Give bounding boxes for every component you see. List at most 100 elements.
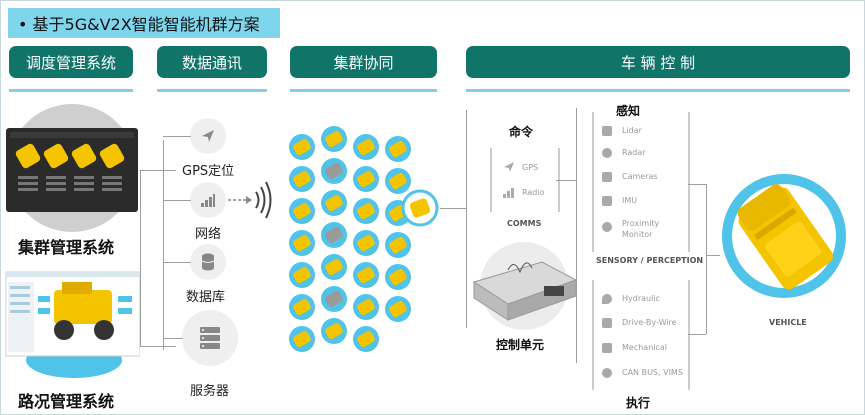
cluster-vehicle-body — [357, 266, 375, 284]
cluster-vehicle-body — [325, 130, 343, 148]
wireless-signal-icon — [228, 181, 272, 219]
comm-item-network: 网络 — [195, 227, 222, 242]
perception-title: 感知 — [616, 104, 641, 118]
header-comm-label: 数据通讯 — [181, 53, 242, 72]
connector-comm — [163, 338, 183, 339]
command-label: 命令 — [509, 125, 534, 139]
connector-vehicle-right — [576, 108, 577, 363]
imu-icon — [602, 196, 612, 206]
control-unit-label: 控制单元 — [496, 338, 545, 352]
cluster-vehicle-body — [325, 194, 343, 212]
header-dispatch: 调度管理系统 — [9, 46, 133, 78]
cluster-vehicle-body — [357, 330, 375, 348]
proximity-icon — [602, 222, 612, 232]
cluster-vehicle-body — [293, 202, 311, 220]
cluster-vehicle-body — [293, 298, 311, 316]
cluster-vehicle-body — [357, 234, 375, 252]
hydraulic-icon — [602, 294, 612, 304]
sensory-label: SENSORY / PERCEPTION — [596, 256, 704, 265]
sensor-imu: IMU — [622, 196, 638, 205]
fleet-mgmt-label: 集群管理系统 — [18, 238, 115, 257]
connector-left — [140, 170, 176, 171]
fleet-monitor-illustration — [6, 104, 138, 232]
connector-left — [140, 346, 176, 347]
sensor-monitor: Monitor — [622, 230, 653, 239]
cluster-vehicle-body — [325, 226, 343, 244]
cluster-vehicle-body — [293, 170, 311, 188]
single-vehicle-icon — [401, 189, 439, 227]
cluster-vehicle-body — [389, 172, 407, 190]
actuator-hydraulic: Hydraulic — [622, 294, 660, 303]
underline-comm — [157, 89, 267, 92]
header-cluster: 集群协同 — [290, 46, 437, 78]
actuator-mechanical: Mechanical — [622, 343, 668, 352]
header-cluster-label: 集群协同 — [333, 53, 394, 72]
comms-box — [490, 148, 560, 212]
gps-icon — [190, 118, 226, 154]
cluster-vehicle-body — [389, 268, 407, 286]
comm-item-server: 服务器 — [190, 384, 230, 399]
cluster-vehicle-body — [293, 138, 311, 156]
comms-gps-icon — [504, 162, 514, 172]
header-dispatch-label: 调度管理系统 — [25, 53, 116, 72]
header-vehicle-control-label: 车 辆 控 制 — [620, 53, 696, 72]
perception-panel — [592, 112, 690, 252]
comm-item-database: 数据库 — [186, 290, 226, 305]
actuator-canbus: CAN BUS, VIMS — [622, 368, 683, 377]
connector-cluster — [440, 208, 466, 209]
connector-vehicle — [466, 110, 467, 328]
actuation-panel — [592, 280, 690, 390]
comms-label: COMMS — [507, 219, 542, 228]
comms-radio-label: Radio — [522, 188, 545, 197]
road-monitor-illustration — [5, 271, 140, 378]
underline-vehicle-control — [466, 89, 850, 92]
cluster-vehicle-body — [325, 162, 343, 180]
radar-icon — [602, 148, 612, 158]
cluster-vehicle-body — [293, 330, 311, 348]
signal-icon — [190, 182, 226, 218]
camera-icon — [602, 172, 612, 182]
comms-gps-label: GPS — [522, 163, 539, 172]
underline-cluster — [290, 89, 437, 92]
cluster-vehicle-body — [389, 236, 407, 254]
actuation-title: 执行 — [626, 396, 651, 410]
connector-comm — [163, 140, 164, 350]
connector-actuators — [688, 334, 706, 335]
slide-title-box: • 基于5G&V2X智能智能机群方案 — [8, 8, 280, 38]
cluster-vehicle-body — [357, 298, 375, 316]
engine-icon — [602, 368, 612, 378]
slide-title: • 基于5G&V2X智能智能机群方案 — [18, 15, 260, 34]
cluster-vehicle-body — [325, 258, 343, 276]
sensor-cameras: Cameras — [622, 172, 658, 181]
cluster-vehicle-body — [357, 202, 375, 220]
vehicle-label: VEHICLE — [769, 318, 807, 327]
cluster-vehicle-body — [293, 234, 311, 252]
cluster-vehicle-body — [389, 300, 407, 318]
lightning-icon — [602, 318, 612, 328]
header-comm: 数据通讯 — [157, 46, 267, 78]
wrench-icon — [602, 343, 612, 353]
connector-comms — [556, 180, 576, 181]
header-vehicle-control: 车 辆 控 制 — [466, 46, 850, 78]
sensor-radar: Radar — [622, 148, 646, 157]
connector-sensors — [688, 184, 706, 185]
comms-radio-icon — [503, 188, 514, 198]
sensor-lidar: Lidar — [622, 126, 642, 135]
perception-title-bg — [598, 100, 664, 118]
connector-comm — [163, 200, 191, 201]
connector-left — [140, 170, 141, 346]
cluster-vehicle-body — [293, 266, 311, 284]
underline-dispatch — [9, 89, 133, 92]
actuator-drive-by-wire: Drive-By-Wire — [622, 318, 677, 327]
road-mgmt-label: 路况管理系统 — [18, 392, 115, 411]
connector-comm — [163, 136, 191, 137]
vehicle-illustration — [722, 174, 846, 298]
cluster-vehicle-grid — [289, 126, 411, 352]
cluster-vehicle-body — [389, 140, 407, 158]
connector-comm — [163, 262, 191, 263]
sensor-proximity: Proximity — [622, 219, 660, 228]
control-unit-illustration — [472, 242, 578, 330]
cluster-vehicle-body — [357, 138, 375, 156]
database-icon — [190, 244, 226, 280]
cluster-vehicle-body — [357, 170, 375, 188]
